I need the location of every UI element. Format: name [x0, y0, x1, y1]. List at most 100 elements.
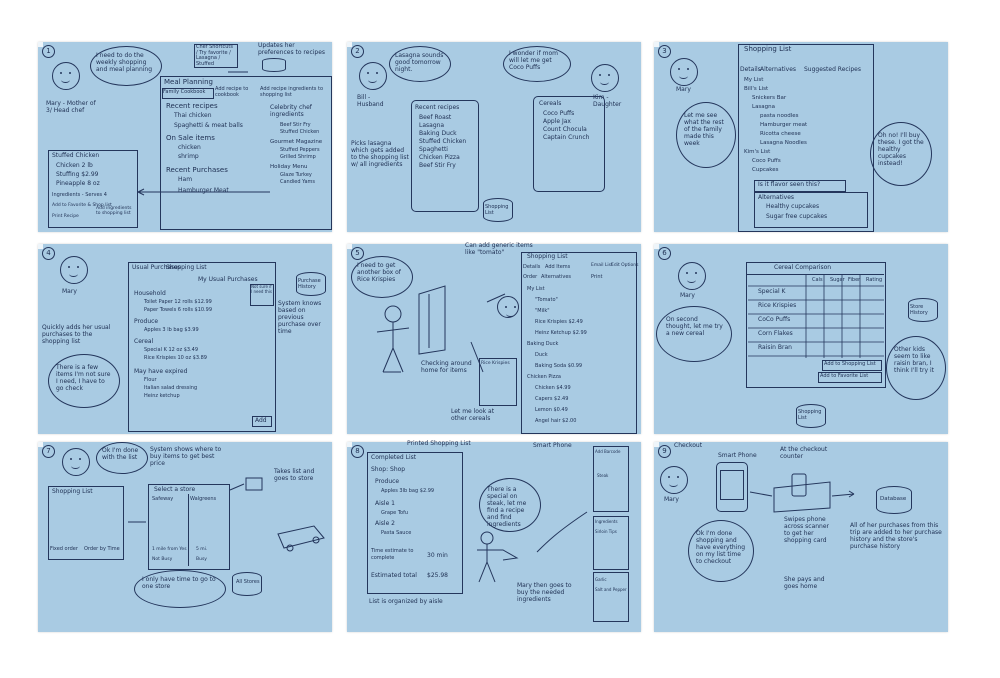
- list-item[interactable]: Kim's List: [744, 149, 771, 155]
- row-label[interactable]: Special K: [758, 288, 786, 295]
- expired-item[interactable]: Flour: [144, 377, 157, 383]
- list-item[interactable]: Ricotta cheese: [760, 131, 801, 137]
- popup-button[interactable]: Add ingredients to shopping list: [96, 206, 132, 216]
- list-item[interactable]: "Milk": [535, 308, 550, 314]
- list-item[interactable]: Lasagna: [752, 104, 776, 110]
- list-item[interactable]: Cupcakes: [752, 167, 779, 173]
- gourmet-item[interactable]: Stuffed Peppers: [280, 147, 320, 153]
- tab-details[interactable]: Details: [740, 66, 761, 73]
- list-line[interactable]: Pasta Sauce: [381, 530, 412, 536]
- sale-item[interactable]: shrimp: [178, 153, 199, 160]
- pay-note: She pays and goes home: [784, 576, 825, 590]
- holiday-item[interactable]: Glaze Turkey: [280, 172, 312, 178]
- tab[interactable]: Order: [523, 274, 538, 280]
- tab-label[interactable]: Add recipe to cookbook: [215, 86, 249, 98]
- usual-item[interactable]: Paper Towels 6 rolls $10.99: [144, 307, 213, 313]
- gourmet-item[interactable]: Grilled Shrimp: [280, 154, 316, 160]
- recent-item[interactable]: Thai chicken: [174, 112, 212, 119]
- list-item[interactable]: My List: [527, 286, 545, 292]
- tab[interactable]: Details: [523, 264, 541, 270]
- phone-item[interactable]: Sirloin Tips: [595, 529, 617, 534]
- popup-button[interactable]: Add to Favorite & Shop list: [52, 203, 112, 208]
- order-button[interactable]: Order by Time: [84, 546, 120, 552]
- list-item[interactable]: Angel hair $2.00: [535, 418, 577, 424]
- recent-item[interactable]: Spaghetti & meat balls: [174, 122, 243, 129]
- tab[interactable]: Print: [591, 274, 603, 280]
- usual-item[interactable]: Toilet Paper 12 rolls $12.99: [144, 299, 212, 305]
- store-option[interactable]: Safeway: [152, 496, 174, 502]
- expired-item[interactable]: Heinz ketchup: [144, 393, 180, 399]
- phone-item[interactable]: Salt and Pepper: [595, 587, 627, 592]
- persona-label: Mary: [664, 496, 679, 503]
- add-to-favorite-button[interactable]: [818, 372, 882, 383]
- list-item[interactable]: Chicken Pizza: [527, 374, 561, 380]
- list-item[interactable]: Heinz Ketchup $2.99: [535, 330, 587, 336]
- alternative-item[interactable]: Healthy cupcakes: [766, 203, 820, 210]
- expired-item[interactable]: Italian salad dressing: [144, 385, 198, 391]
- row-label[interactable]: Raisin Bran: [758, 344, 792, 351]
- tab-label[interactable]: Add recipe ingredients to shopping list: [260, 86, 324, 98]
- list-item[interactable]: Lemon $0.49: [535, 407, 568, 413]
- store-detail: 1 mile from Yes: [152, 547, 187, 552]
- tab-usual[interactable]: Usual Purchases: [132, 264, 181, 271]
- celeb-item[interactable]: Stuffed Chicken: [280, 129, 320, 135]
- holiday-item[interactable]: Candied Yams: [280, 179, 316, 185]
- cereal-item[interactable]: Captain Crunch: [543, 134, 590, 141]
- list-item[interactable]: Baking Soda $0.99: [535, 363, 583, 369]
- comparison-grid: [748, 274, 884, 358]
- tab-suggested[interactable]: Suggested Recipes: [804, 66, 861, 73]
- celeb-item[interactable]: Beef Stir Fry: [280, 122, 311, 128]
- list-item[interactable]: Lasagna Noodles: [760, 140, 807, 146]
- list-item[interactable]: Baking Duck: [527, 341, 559, 347]
- list-line[interactable]: Grape Tofu: [381, 510, 409, 516]
- list-item[interactable]: Snickers Bar: [752, 95, 787, 101]
- tab[interactable]: Add Items: [545, 264, 571, 270]
- tab-family-cookbook[interactable]: [162, 88, 214, 99]
- list-item[interactable]: Hamburger meat: [760, 122, 808, 128]
- usual-item[interactable]: Rice Krispies 10 oz $3.89: [144, 355, 207, 361]
- phone-item[interactable]: Ingredients: [595, 519, 618, 524]
- row-label[interactable]: CoCo Puffs: [758, 316, 791, 323]
- list-line[interactable]: Apples 3lb bag $2.99: [381, 488, 435, 494]
- list-item[interactable]: Rice Krispies $2.49: [535, 319, 583, 325]
- cereal-item[interactable]: Apple Jax: [543, 118, 571, 125]
- recipe-item[interactable]: Beef Roast: [419, 114, 452, 121]
- purchase-item[interactable]: Hamburger Meat: [178, 187, 229, 194]
- recipe-item[interactable]: Baking Duck: [419, 130, 457, 137]
- alternative-item[interactable]: Sugar free cupcakes: [766, 213, 828, 220]
- list-item[interactable]: "Tomato": [535, 297, 558, 303]
- list-item[interactable]: Capers $2.49: [535, 396, 569, 402]
- phone-item[interactable]: Garlic: [595, 577, 607, 582]
- row-label[interactable]: Rice Krispies: [758, 302, 797, 309]
- phone-item[interactable]: Add Barcode: [595, 449, 621, 454]
- store-option[interactable]: Walgreens: [190, 496, 217, 502]
- list-item[interactable]: My List: [744, 77, 764, 83]
- phone-item[interactable]: Steak: [597, 473, 609, 478]
- recipe-item[interactable]: Chicken Pizza: [419, 154, 460, 161]
- sale-item[interactable]: chicken: [178, 144, 201, 151]
- cereal-item[interactable]: Count Chocula: [543, 126, 587, 133]
- usual-item[interactable]: Special K 12 oz $3.49: [144, 347, 199, 353]
- tab[interactable]: Email List: [591, 263, 613, 268]
- add-button[interactable]: [252, 416, 272, 427]
- list-item[interactable]: Coco Puffs: [752, 158, 781, 164]
- recipe-item[interactable]: Beef Stir Fry: [419, 162, 456, 169]
- recipe-item[interactable]: Lasagna: [419, 122, 445, 129]
- recipe-item[interactable]: Spaghetti: [419, 146, 448, 153]
- tab[interactable]: Alternatives: [541, 274, 572, 280]
- list-item[interactable]: Bill's List: [744, 86, 769, 92]
- cereal-item[interactable]: Coco Puffs: [543, 110, 575, 117]
- tab[interactable]: Edit Options: [611, 263, 639, 268]
- add-to-shopping-list-button[interactable]: [822, 360, 882, 371]
- order-button[interactable]: Fixed order: [50, 546, 78, 552]
- purchase-item[interactable]: Ham: [178, 176, 193, 183]
- tab-shopping[interactable]: Shopping List: [166, 264, 207, 271]
- usual-item[interactable]: Apples 3 lb bag $3.99: [144, 327, 199, 333]
- popup-button[interactable]: Print Recipe: [52, 214, 79, 219]
- row-label[interactable]: Corn Flakes: [758, 330, 793, 337]
- recipe-item[interactable]: Stuffed Chicken: [419, 138, 467, 145]
- list-item[interactable]: Duck: [535, 352, 548, 358]
- list-item[interactable]: Chicken $4.99: [535, 385, 571, 391]
- list-item[interactable]: pasta noodles: [760, 113, 799, 119]
- tab-alternatives[interactable]: Alternatives: [760, 66, 797, 73]
